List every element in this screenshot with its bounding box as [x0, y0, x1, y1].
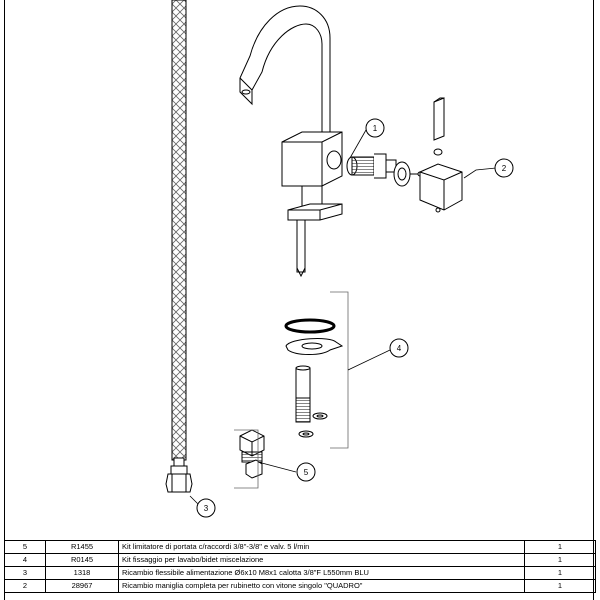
faucet-body [281, 131, 343, 278]
description-cell: Kit limitatore di portata c/raccordi 3/8… [118, 540, 525, 554]
valve-cartridge [346, 153, 423, 187]
table-row: 3 1318 Ricambio flessibile alimentazione… [4, 566, 596, 580]
fixing-kit [284, 318, 344, 438]
handle-assembly [419, 97, 463, 213]
callout-3-label: 3 [204, 504, 209, 513]
quantity-cell: 1 [524, 540, 596, 554]
code-cell: 28967 [45, 579, 119, 593]
callout-4: 4 [389, 338, 409, 358]
callout-2: 2 [494, 158, 514, 178]
exploded-parts-diagram: 1 2 3 4 5 [165, 0, 514, 518]
quantity-cell: 1 [524, 579, 596, 593]
flexible-hose [165, 0, 193, 493]
position-cell: 5 [4, 540, 46, 554]
quantity-cell: 1 [524, 566, 596, 580]
quantity-cell: 1 [524, 553, 596, 567]
callout-4-label: 4 [397, 344, 402, 353]
table-row: 4 R0145 Kit fissaggio per lavabo/bidet m… [4, 553, 596, 567]
callout-3: 3 [196, 498, 216, 518]
faucet-spout [239, 5, 331, 141]
code-cell: R0145 [45, 553, 119, 567]
callout-1: 1 [365, 118, 385, 138]
code-cell: R1455 [45, 540, 119, 554]
position-cell: 4 [4, 553, 46, 567]
code-cell: 1318 [45, 566, 119, 580]
callout-2-label: 2 [502, 164, 507, 173]
description-cell: Ricambio maniglia completa per rubinetto… [118, 579, 525, 593]
position-cell: 2 [4, 579, 46, 593]
position-cell: 3 [4, 566, 46, 580]
callout-leaders [189, 129, 497, 505]
callout-5-label: 5 [304, 468, 309, 477]
table-row: 2 28967 Ricambio maniglia completa per r… [4, 579, 596, 593]
flow-limiter-kit [239, 429, 265, 479]
callout-1-label: 1 [373, 124, 378, 133]
parts-table: 5 R1455 Kit limitatore di portata c/racc… [4, 540, 596, 593]
description-cell: Ricambio flessibile alimentazione Ø6x10 … [118, 566, 525, 580]
callout-5: 5 [296, 462, 316, 482]
table-row: 5 R1455 Kit limitatore di portata c/racc… [4, 540, 596, 554]
description-cell: Kit fissaggio per lavabo/bidet miscelazi… [118, 553, 525, 567]
